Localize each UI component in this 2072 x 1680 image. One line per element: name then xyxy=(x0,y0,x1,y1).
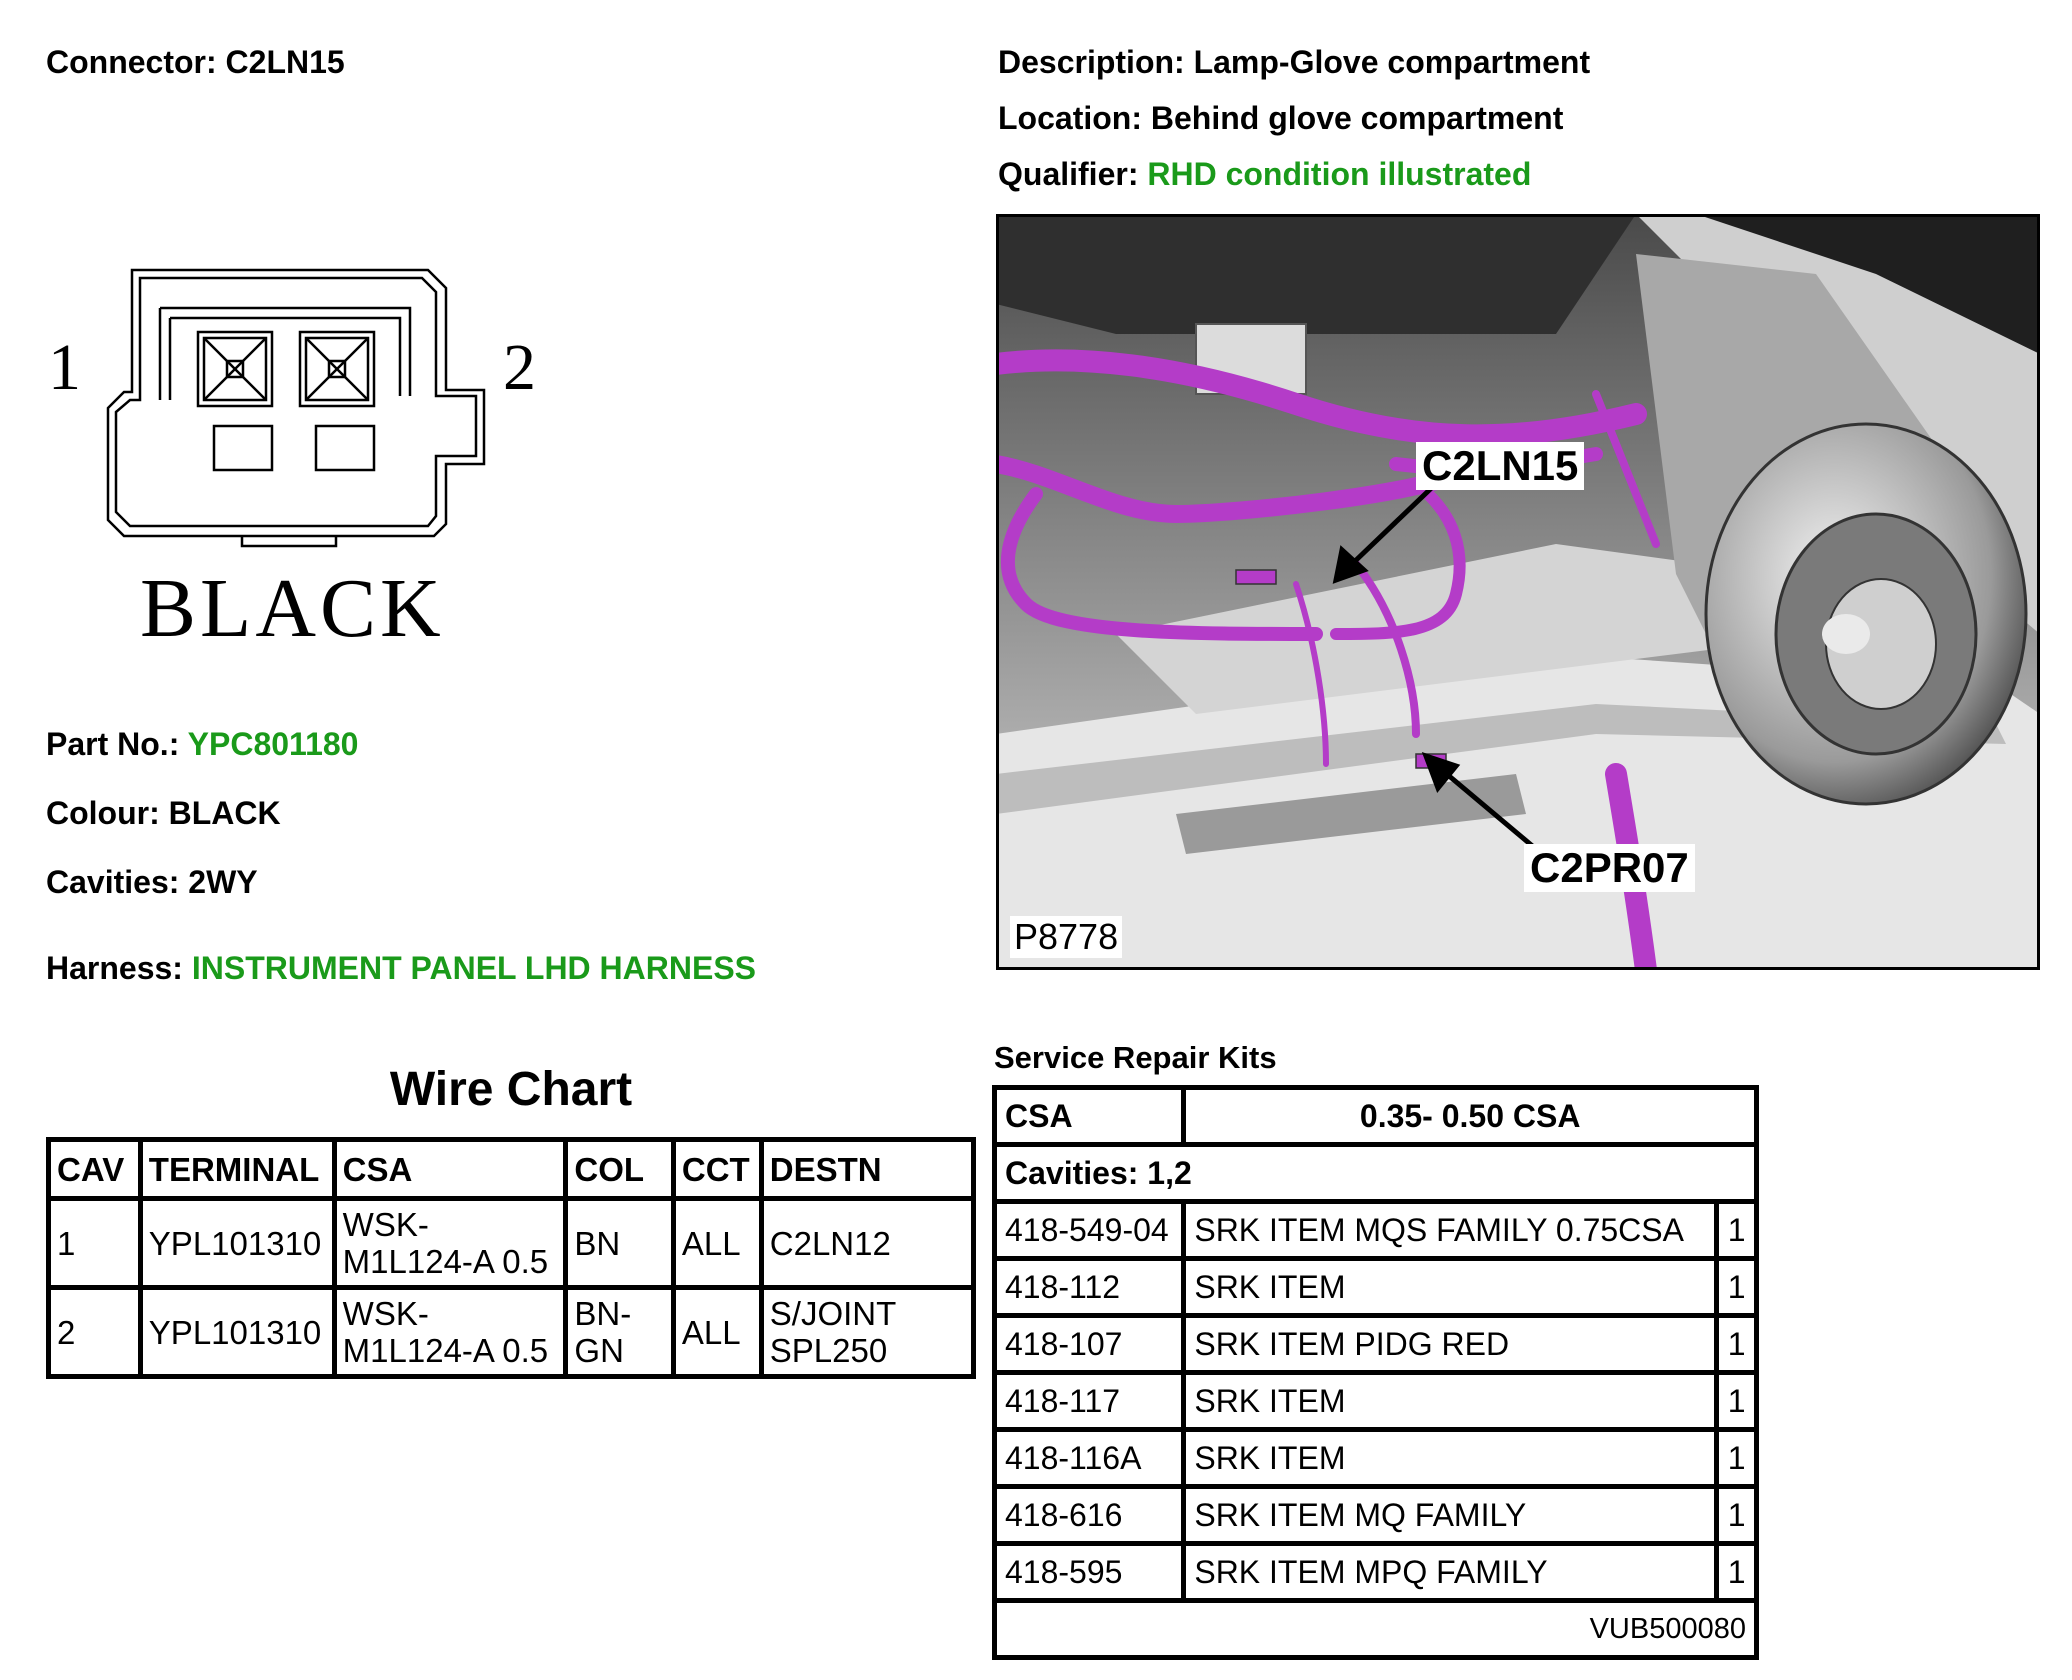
pin-number-2: 2 xyxy=(503,331,536,404)
connector-label: Connector: xyxy=(46,44,217,80)
kit-part-number: 418-549-04 xyxy=(991,1199,1187,1261)
service-kits-cavities: Cavities: 1,2 xyxy=(992,1142,1759,1204)
description-line: Description: Lamp-Glove compartment xyxy=(998,44,1590,81)
kit-part-number: 418-112 xyxy=(991,1256,1187,1318)
service-kits-footer-row: VUB500080 xyxy=(992,1598,1759,1660)
location-photo-illustration xyxy=(996,214,2040,970)
kit-part-number: 418-117 xyxy=(991,1370,1187,1432)
wire-cell-csa: WSK- M1L124-A 0.5 xyxy=(331,1196,569,1290)
wire-chart-header: CCT xyxy=(670,1137,764,1201)
table-row: 418-112 SRK ITEM 1 xyxy=(991,1256,1759,1318)
kit-quantity: 1 xyxy=(1714,1427,1759,1489)
wire-cell-cav: 2 xyxy=(46,1285,143,1379)
kit-quantity: 1 xyxy=(1714,1541,1759,1603)
photo-callout-c2pr07: C2PR07 xyxy=(1524,844,1695,892)
cavities-value: 2WY xyxy=(188,864,258,900)
kit-quantity: 1 xyxy=(1714,1256,1759,1318)
kit-part-number: 418-616 xyxy=(991,1484,1187,1546)
wire-cell-cav: 1 xyxy=(46,1196,143,1290)
kit-description: SRK ITEM xyxy=(1181,1427,1720,1489)
harness-label: Harness: xyxy=(46,950,183,986)
photo-frame xyxy=(996,214,2040,970)
kit-description: SRK ITEM MQ FAMILY xyxy=(1181,1484,1720,1546)
table-row: 418-595 SRK ITEM MPQ FAMILY 1 xyxy=(991,1541,1759,1603)
kit-quantity: 1 xyxy=(1714,1199,1759,1261)
wire-cell-col: BN xyxy=(563,1196,676,1290)
location-label: Location: xyxy=(998,100,1142,136)
kit-quantity: 1 xyxy=(1714,1484,1759,1546)
qualifier-label: Qualifier: xyxy=(998,156,1139,192)
wire-chart-header-row: CAV TERMINAL CSA COL CCT DESTN xyxy=(46,1137,977,1201)
table-row: 418-117 SRK ITEM 1 xyxy=(991,1370,1759,1432)
wire-cell-csa: WSK- M1L124-A 0.5 xyxy=(331,1285,569,1379)
cavities-label: Cavities: xyxy=(46,864,180,900)
connector-value: C2LN15 xyxy=(225,44,345,80)
pin-number-1: 1 xyxy=(48,331,81,404)
part-no-value: YPC801180 xyxy=(187,726,359,762)
description-label: Description: xyxy=(998,44,1185,80)
connector-line: Connector: C2LN15 xyxy=(46,44,345,81)
connector-face-diagram xyxy=(106,268,486,548)
table-row: 418-616 SRK ITEM MQ FAMILY 1 xyxy=(991,1484,1759,1546)
photo-callout-c2ln15: C2LN15 xyxy=(1416,442,1585,490)
wire-cell-cct: ALL xyxy=(670,1196,764,1290)
service-kits-footer: VUB500080 xyxy=(992,1598,1759,1660)
wire-chart-title: Wire Chart xyxy=(389,1063,633,1116)
qualifier-value: RHD condition illustrated xyxy=(1147,156,1532,192)
service-kits-csa-header: CSA xyxy=(991,1085,1187,1147)
kit-description: SRK ITEM xyxy=(1181,1370,1720,1432)
part-no-label: Part No.: xyxy=(46,726,180,762)
harness-line: Harness: INSTRUMENT PANEL LHD HARNESS xyxy=(46,950,756,987)
kit-quantity: 1 xyxy=(1714,1313,1759,1375)
description-value: Lamp-Glove compartment xyxy=(1193,44,1591,80)
wire-cell-destn: C2LN12 xyxy=(758,1196,977,1290)
colour-label: Colour: xyxy=(46,795,160,831)
table-row: 418-116A SRK ITEM 1 xyxy=(991,1427,1759,1489)
table-row: 418-107 SRK ITEM PIDG RED 1 xyxy=(991,1313,1759,1375)
photo-reference: P8778 xyxy=(1010,916,1123,958)
wire-chart-header: TERMINAL xyxy=(137,1137,337,1201)
colour-value: BLACK xyxy=(168,795,281,831)
wire-cell-destn: S/JOINT SPL250 xyxy=(758,1285,977,1379)
wire-cell-terminal: YPL101310 xyxy=(137,1196,337,1290)
service-kits-csa-range: 0.35- 0.50 CSA xyxy=(1181,1085,1759,1147)
wire-chart-table: CAV TERMINAL CSA COL CCT DESTN 1 YPL1013… xyxy=(46,1137,977,1379)
wire-cell-terminal: YPL101310 xyxy=(137,1285,337,1379)
service-kits-table: CSA 0.35- 0.50 CSA Cavities: 1,2 418-549… xyxy=(991,1085,1759,1660)
kit-part-number: 418-595 xyxy=(991,1541,1187,1603)
wire-chart-header: CAV xyxy=(46,1137,143,1201)
kit-description: SRK ITEM PIDG RED xyxy=(1181,1313,1720,1375)
wire-cell-col: BN- GN xyxy=(563,1285,676,1379)
location-photo: C2LN15 C2PR07 P8778 xyxy=(996,214,2040,970)
wire-chart-header: CSA xyxy=(331,1137,569,1201)
wire-cell-cct: ALL xyxy=(670,1285,764,1379)
kit-description: SRK ITEM MQS FAMILY 0.75CSA xyxy=(1181,1199,1720,1261)
kit-quantity: 1 xyxy=(1714,1370,1759,1432)
wire-chart-header: DESTN xyxy=(758,1137,977,1201)
kit-part-number: 418-116A xyxy=(991,1427,1187,1489)
kit-description: SRK ITEM MPQ FAMILY xyxy=(1181,1541,1720,1603)
service-kits-header-row: CSA 0.35- 0.50 CSA xyxy=(991,1085,1759,1147)
table-row: 418-549-04 SRK ITEM MQS FAMILY 0.75CSA 1 xyxy=(991,1199,1759,1261)
diagram-colour-label: BLACK xyxy=(140,562,445,655)
table-row: 1 YPL101310 WSK- M1L124-A 0.5 BN ALL C2L… xyxy=(46,1196,977,1290)
location-line: Location: Behind glove compartment xyxy=(998,100,1563,137)
service-kits-title: Service Repair Kits xyxy=(994,1040,1277,1075)
table-row: 2 YPL101310 WSK- M1L124-A 0.5 BN- GN ALL… xyxy=(46,1285,977,1379)
kit-part-number: 418-107 xyxy=(991,1313,1187,1375)
wire-chart-header: COL xyxy=(563,1137,676,1201)
cavities-line: Cavities: 2WY xyxy=(46,864,258,901)
location-value: Behind glove compartment xyxy=(1150,100,1564,136)
colour-line: Colour: BLACK xyxy=(46,795,281,832)
kit-description: SRK ITEM xyxy=(1181,1256,1720,1318)
part-no-line: Part No.: YPC801180 xyxy=(46,726,358,763)
harness-value: INSTRUMENT PANEL LHD HARNESS xyxy=(191,950,757,986)
qualifier-line: Qualifier: RHD condition illustrated xyxy=(998,156,1531,193)
service-kits-cavities-row: Cavities: 1,2 xyxy=(992,1142,1759,1204)
